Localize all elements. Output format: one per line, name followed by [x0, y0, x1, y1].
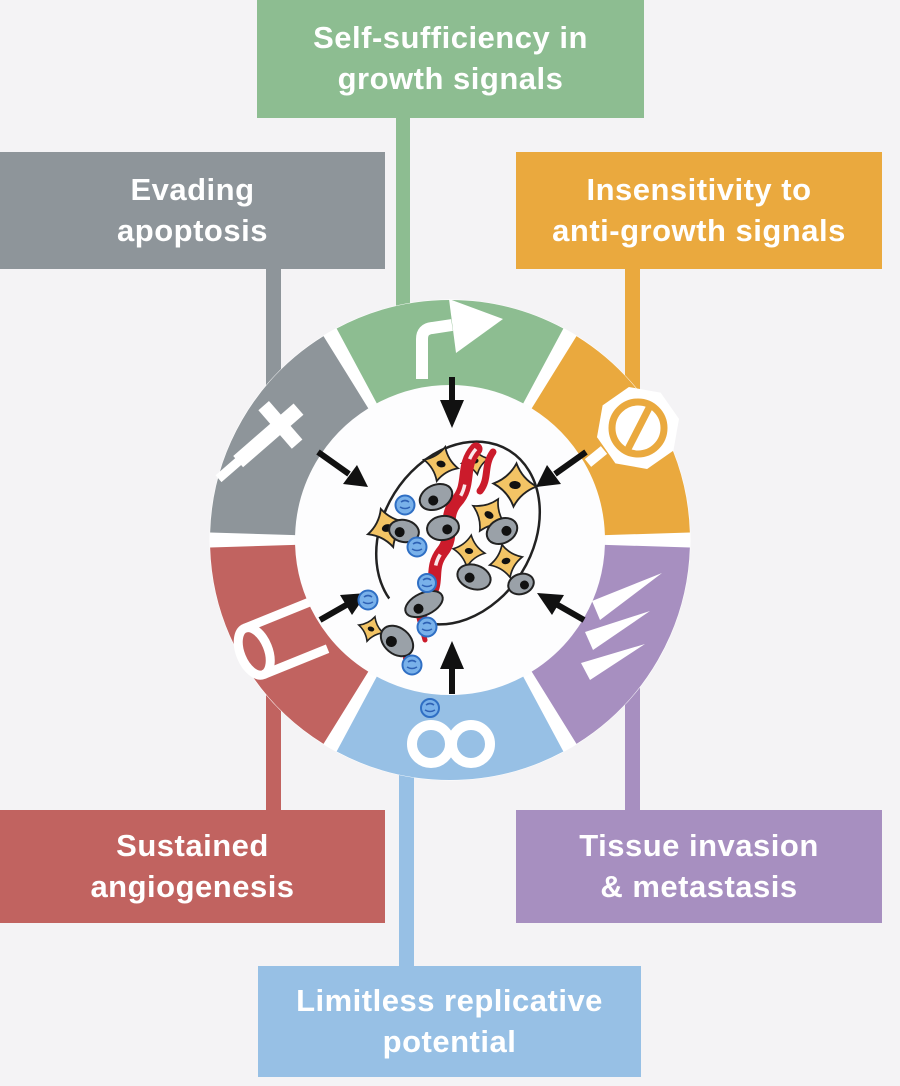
label-line: Sustained: [116, 827, 269, 863]
label-sustained-angiogenesis: Sustained angiogenesis: [0, 810, 385, 923]
segment-invasion: [530, 543, 690, 744]
label-line: angiogenesis: [90, 868, 295, 904]
label-line: potential: [382, 1023, 517, 1059]
inward-arrow-bottom: [440, 641, 464, 694]
no-entry-icon: [584, 387, 679, 469]
label-line: Insensitivity to: [586, 171, 812, 207]
tumor-cells: [379, 482, 535, 658]
tumor-illustration: [356, 440, 542, 718]
inward-arrow-upper-left: [316, 449, 368, 487]
escaping-cell: [404, 589, 444, 619]
inward-arrow-lower-right: [537, 593, 586, 623]
label-insensitivity-anti-growth: Insensitivity to anti-growth signals: [516, 152, 882, 269]
segment-angiogenesis: [210, 543, 370, 744]
inward-arrow-top: [440, 377, 464, 428]
segment-apoptosis: [210, 336, 370, 537]
cross-icon: [215, 401, 304, 483]
label-evading-apoptosis: Evading apoptosis: [0, 152, 385, 269]
infinity-icon: [407, 720, 495, 768]
label-line: apoptosis: [117, 212, 268, 248]
bent-arrow-icon: [416, 299, 503, 379]
blood-vessel-icon: [233, 598, 330, 680]
escaping-cell: [379, 624, 415, 658]
immune-cells: [357, 494, 440, 718]
connector-lines: [266, 110, 640, 972]
claw-marks-icon: [581, 573, 662, 680]
label-line: anti-growth signals: [552, 212, 846, 248]
inward-arrow-upper-right: [536, 449, 588, 487]
label-line: Tissue invasion: [579, 827, 819, 863]
label-self-sufficiency-growth-signals: Self-sufficiency in growth signals: [257, 0, 644, 118]
label-line: growth signals: [337, 61, 564, 96]
segment-growth-signals: [336, 300, 564, 404]
label-tissue-invasion-metastasis: Tissue invasion & metastasis: [516, 810, 882, 923]
label-line: & metastasis: [600, 868, 798, 904]
label-line: Self-sufficiency in: [313, 20, 588, 56]
label-limitless-replicative-potential: Limitless replicative potential: [258, 966, 641, 1077]
label-line: Evading: [130, 171, 255, 207]
label-line: Limitless replicative: [296, 982, 603, 1018]
